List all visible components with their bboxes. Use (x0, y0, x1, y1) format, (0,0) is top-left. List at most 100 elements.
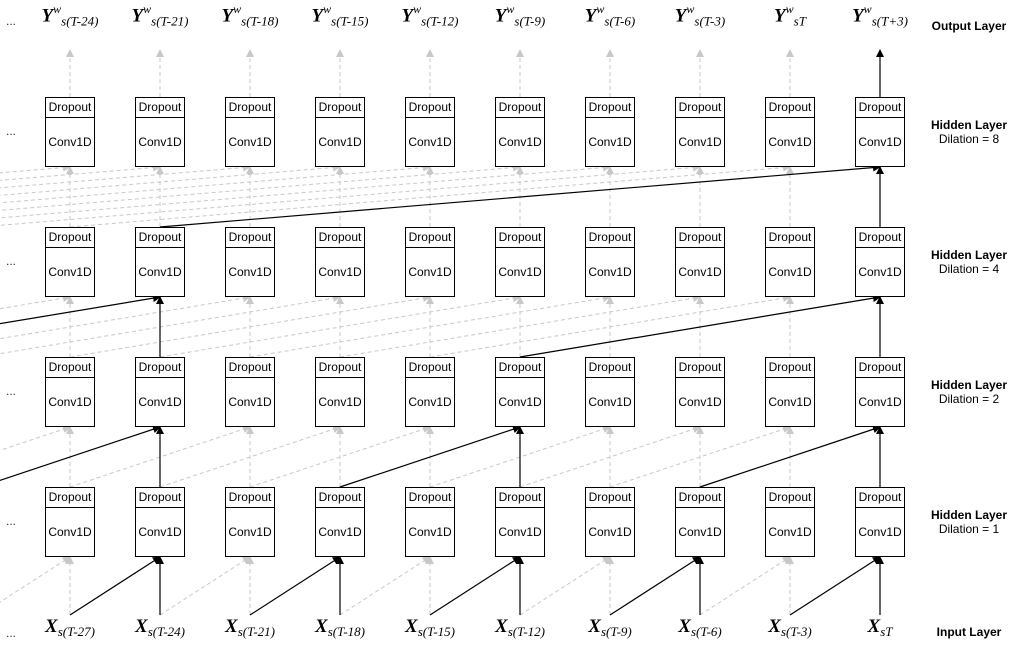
conv1d-label: Conv1D (768, 525, 812, 539)
conv1d-label: Conv1D (408, 525, 452, 539)
label-subscript: s(T-12) (421, 13, 459, 29)
edge-layer4 (69, 163, 791, 228)
edge-layer3 (0, 294, 71, 310)
ellipsis: ... (6, 14, 17, 28)
dropout-label: Dropout (136, 488, 184, 508)
conv1d-label: Conv1D (228, 525, 272, 539)
conv1d-label: Conv1D (498, 395, 542, 409)
dropout-label: Dropout (136, 98, 184, 118)
edge-layer2 (609, 425, 791, 488)
dropout-label: Dropout (136, 228, 184, 248)
label-base: Y (401, 5, 414, 27)
output-label: Yws(T-21) (131, 2, 189, 30)
conv1d-label: Conv1D (498, 525, 542, 539)
conv1d-label: Conv1D (48, 525, 92, 539)
layer-dilation: Dilation = 2 (938, 392, 1000, 406)
dropout-label: Dropout (676, 98, 724, 118)
conv1d-label: Conv1D (138, 525, 182, 539)
label-base: X (315, 616, 328, 637)
ellipsis: ... (6, 124, 17, 138)
label-subscript: s(T-24) (61, 13, 99, 29)
layer-title: Hidden Layer (930, 248, 1008, 262)
conv1d-label: Conv1D (228, 265, 272, 279)
label-base: Y (311, 5, 324, 27)
dropout-label: Dropout (676, 228, 724, 248)
dropout-label: Dropout (496, 488, 544, 508)
conv1d-label: Conv1D (138, 135, 182, 149)
dropout-label: Dropout (496, 358, 544, 378)
label-subscript: s(T-6) (604, 13, 636, 29)
label-superscript: w (785, 2, 794, 16)
label-superscript: w (686, 2, 695, 16)
conv1d-label: Conv1D (768, 265, 812, 279)
layer-title: Input Layer (936, 625, 1002, 639)
label-subscript: s(T-3) (694, 13, 726, 29)
conv1d-label: Conv1D (408, 135, 452, 149)
layer-title: Hidden Layer (930, 118, 1008, 132)
dropout-label: Dropout (406, 98, 454, 118)
output-label: Yws(T-12) (401, 2, 459, 30)
dropout-label: Dropout (136, 358, 184, 378)
conv1d-label: Conv1D (48, 265, 92, 279)
edge-layer4 (0, 163, 161, 181)
conv1d-label: Conv1D (318, 395, 362, 409)
conv1d-label: Conv1D (678, 395, 722, 409)
dropout-label: Dropout (226, 488, 274, 508)
edge-layer4 (0, 163, 611, 219)
dropout-label: Dropout (406, 358, 454, 378)
edge-layer1 (339, 556, 431, 616)
label-subscript: s(T-21) (151, 13, 189, 29)
dropout-label: Dropout (46, 358, 94, 378)
input-label: XsT (868, 616, 893, 640)
label-base: X (678, 616, 691, 637)
layer-dilation: Dilation = 4 (938, 262, 1000, 276)
dropout-label: Dropout (316, 228, 364, 248)
conv1d-label: Conv1D (768, 395, 812, 409)
output-label: YwsT (774, 2, 806, 30)
output-label: Yws(T-9) (495, 2, 545, 30)
output-label: Yws(T-24) (42, 2, 99, 30)
conv1d-label: Conv1D (858, 265, 902, 279)
conv1d-label: Conv1D (408, 265, 452, 279)
edge-layer2 (699, 425, 881, 488)
dropout-label: Dropout (766, 488, 814, 508)
layer-title: Output Layer (931, 19, 1007, 33)
edge-layer1 (0, 556, 71, 603)
edge-layer1 (699, 556, 791, 616)
edge-layer3 (249, 294, 611, 358)
output-label: Yws(T-15) (311, 2, 369, 30)
dropout-label: Dropout (226, 228, 274, 248)
edge-layer2 (0, 425, 71, 451)
conv1d-label: Conv1D (588, 395, 632, 409)
input-label: Xs(T-15) (405, 616, 455, 640)
dropout-label: Dropout (316, 98, 364, 118)
edge-layer3 (0, 294, 341, 355)
label-base: Y (774, 5, 786, 27)
dropout-label: Dropout (46, 488, 94, 508)
label-base: Y (131, 5, 144, 27)
label-base: X (225, 616, 238, 637)
conv1d-label: Conv1D (858, 135, 902, 149)
label-base: X (405, 616, 418, 637)
edge-layer4 (0, 163, 251, 189)
conv1d-label: Conv1D (768, 135, 812, 149)
edge-layer1 (609, 556, 701, 616)
label-superscript: w (506, 2, 515, 16)
output-label: Yws(T-18) (222, 2, 279, 30)
